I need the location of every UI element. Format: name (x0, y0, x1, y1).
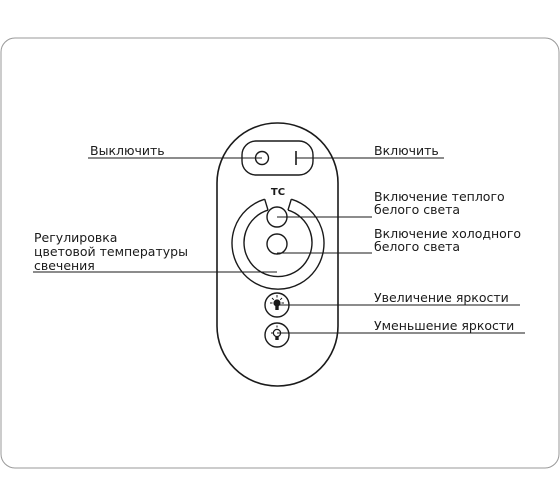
label-temp-line1: Регулировка (34, 230, 117, 245)
color-temperature-ring[interactable] (231, 198, 325, 290)
label-on: Включить (374, 143, 439, 158)
label-cold-line1: Включение холодного (374, 226, 521, 241)
remote-model-label: TC (271, 187, 285, 198)
brightness-down-button[interactable] (264, 322, 290, 348)
cold-white-button[interactable] (266, 233, 288, 255)
label-temp-line3: свечения (34, 258, 95, 273)
label-off: Выключить (90, 143, 165, 158)
label-temp-line2: цветовой температуры (34, 244, 188, 259)
label-cold-line2: белого света (374, 239, 460, 254)
leader-lines (33, 157, 525, 334)
color-temperature-ring-inner (243, 209, 313, 278)
circle-button-icon (266, 233, 288, 255)
label-warm-line1: Включение теплого (374, 189, 505, 204)
ring-end-left (264, 198, 269, 211)
brightness-down-button-outline (264, 322, 290, 348)
outer-frame (0, 37, 560, 469)
ring-end-right (287, 198, 292, 211)
label-brightness-down: Уменьшение яркости (374, 318, 514, 333)
label-brightness-up: Увеличение яркости (374, 290, 509, 305)
label-warm-line2: белого света (374, 202, 460, 217)
